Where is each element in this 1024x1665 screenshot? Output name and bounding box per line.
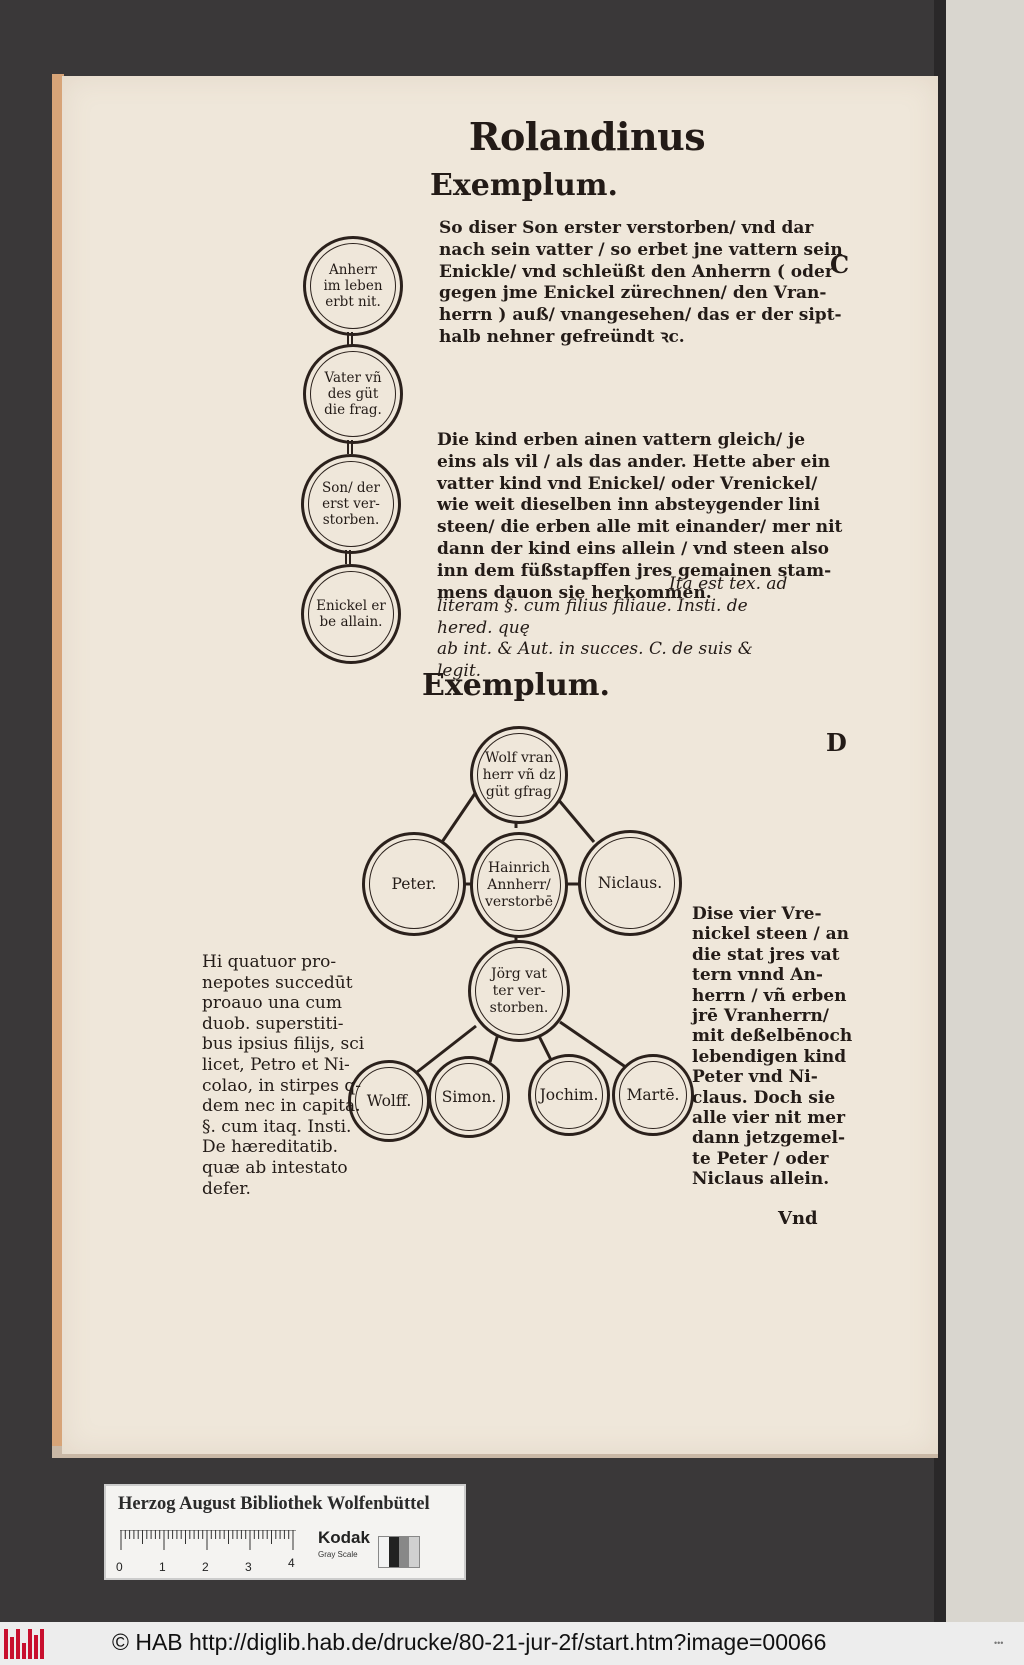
german-side-note: Dise vier Vre- nickel steen / an die sta… [692, 904, 853, 1190]
ruler-number: 3 [245, 1560, 252, 1574]
kodak-subtitle: Gray Scale [318, 1550, 358, 1559]
footer-dots: ••• [994, 1638, 1004, 1648]
catchword: Vnd [778, 1208, 818, 1229]
scan-area: Rolandinus Exemplum. C So diser Son erst… [52, 0, 1024, 1622]
tree-node-label: Wolf vran herr vñ dz güt gfrag [482, 749, 556, 800]
paragraph-2-latin: Ita est tex. ad literam §. cum filius fi… [437, 574, 788, 682]
facing-page-edge [940, 0, 1024, 1622]
chain-node-label: Anherr im leben erbt nit. [323, 262, 383, 310]
margin-letter-c: C [830, 250, 850, 279]
tree-node-marte: Martē. [612, 1054, 694, 1136]
paragraph-1: So diser Son erster verstorben/ vnd dar … [439, 218, 843, 347]
tree-node-jochim: Jochim. [528, 1054, 610, 1136]
chain-node-label: Enickel er be allain. [316, 598, 386, 630]
library-name: Herzog August Bibliothek Wolfenbüttel [118, 1494, 430, 1514]
chain-node-label: Vater vñ des güt die frag. [324, 370, 382, 418]
library-scale-card: Herzog August Bibliothek Wolfenbüttel 0 … [104, 1484, 466, 1580]
tree-node-label: Martē. [626, 1085, 680, 1104]
ruler-number: 4 [288, 1556, 295, 1570]
tree-connector [436, 791, 478, 849]
tree-node-label: Hainrich Annherr/ verstorbē [484, 859, 554, 910]
ruler-number: 0 [116, 1560, 123, 1574]
exemplum-heading-1: Exemplum. [430, 168, 618, 203]
tree-node-label: Peter. [391, 874, 437, 893]
chain-node-label: Son/ der erst ver- storben. [322, 480, 380, 528]
ruler-scale [120, 1530, 296, 1550]
chain-node-anherr: Anherr im leben erbt nit. [303, 236, 403, 336]
chain-link [347, 332, 353, 346]
tree-node-label: Jochim. [539, 1085, 599, 1104]
footer-permalink[interactable]: © HAB http://diglib.hab.de/drucke/80-21-… [112, 1629, 827, 1655]
tree-node-simon: Simon. [428, 1056, 510, 1138]
ruler-number: 2 [202, 1560, 209, 1574]
ruler-number: 1 [159, 1560, 166, 1574]
chain-node-vater: Vater vñ des güt die frag. [303, 344, 403, 444]
latin-side-note: Hi quatuor pro- nepotes succedūt proauo … [202, 952, 365, 1199]
tree-node-peter: Peter. [362, 832, 466, 936]
hab-logo-icon [4, 1627, 48, 1659]
chain-link [345, 550, 351, 564]
gray-swatch [378, 1536, 420, 1568]
page-stack-edge [52, 74, 64, 1454]
footer-bar: © HAB http://diglib.hab.de/drucke/80-21-… [0, 1622, 1024, 1665]
paragraph-2: Die kind erben ainen vattern gleich/ je … [437, 430, 843, 603]
tree-connector [488, 1033, 500, 1063]
kodak-logo: Kodak [318, 1528, 370, 1547]
chain-node-son: Son/ der erst ver- storben. [301, 454, 401, 554]
tree-node-label: Niclaus. [597, 873, 663, 892]
tree-node-root: Wolf vran herr vñ dz güt gfrag [470, 726, 568, 824]
running-title: Rolandinus [468, 114, 706, 159]
chain-link [347, 440, 353, 454]
tree-node-niclaus: Niclaus. [578, 830, 682, 936]
tree-node-label: Simon. [441, 1087, 497, 1106]
chain-node-enickel: Enickel er be allain. [301, 564, 401, 664]
tree-node-wolff: Wolff. [348, 1060, 430, 1142]
tree-node-label: Jörg vat ter ver- storben. [489, 965, 549, 1016]
exemplum-heading-2: Exemplum. [422, 668, 610, 703]
tree-node-joerg: Jörg vat ter ver- storben. [468, 940, 570, 1042]
tree-node-hainrich: Hainrich Annherr/ verstorbē [470, 832, 568, 938]
margin-letter-d: D [826, 728, 847, 757]
tree-node-label: Wolff. [366, 1091, 412, 1110]
book-page: Rolandinus Exemplum. C So diser Son erst… [62, 76, 938, 1454]
